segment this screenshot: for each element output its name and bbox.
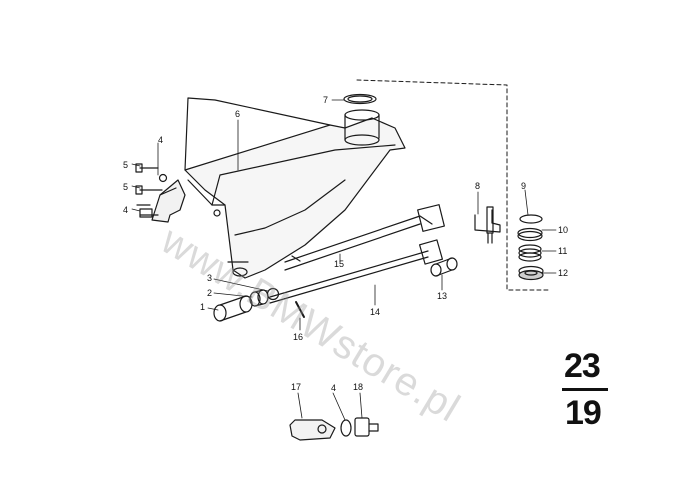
bushing-part-1 (213, 295, 253, 322)
ball-part-3 (266, 287, 280, 301)
left-bracket (136, 179, 186, 223)
callout-13: 13 (437, 291, 448, 301)
bolt-part-5-lower (135, 185, 163, 195)
bolt-part-5-upper (135, 163, 168, 183)
callout-11: 11 (558, 246, 568, 256)
callout-15: 15 (334, 259, 345, 269)
housing-part-6 (184, 97, 406, 279)
lever-part-8 (474, 206, 501, 244)
figure-number-divider (562, 388, 608, 391)
callout-6: 6 (235, 109, 241, 119)
cylinder-collar (344, 109, 380, 146)
ring-part-7 (343, 93, 377, 105)
callout-2: 2 (207, 288, 213, 298)
callout-9: 9 (521, 181, 527, 191)
washer-part-10 (517, 227, 543, 242)
figure-number-top: 23 (564, 347, 601, 385)
callout-10: 10 (558, 225, 569, 235)
callout-7: 7 (323, 95, 329, 105)
callout-1: 1 (200, 302, 206, 312)
bushing-part-13 (430, 257, 458, 277)
callout-16: 16 (293, 332, 304, 342)
spring-part-11 (518, 244, 542, 262)
clamp-part-17 (289, 419, 336, 441)
callout-4-bottom: 4 (331, 383, 337, 393)
callout-4-upper: 4 (158, 135, 164, 145)
callout-5-lower: 5 (123, 182, 129, 192)
callout-5-upper: 5 (123, 160, 129, 170)
callout-12: 12 (558, 268, 569, 278)
callout-3: 3 (207, 273, 213, 283)
selector-rod-part-14 (269, 239, 444, 304)
callout-14: 14 (370, 307, 381, 317)
circlip-part-9 (519, 214, 543, 224)
rod-part-15 (284, 204, 445, 271)
washer-part-4-bottom (340, 419, 352, 437)
callout-17: 17 (291, 382, 302, 392)
bolt-part-18 (354, 417, 379, 437)
seal-part-12 (518, 265, 544, 281)
callout-18: 18 (353, 382, 364, 392)
callout-4-left: 4 (123, 205, 129, 215)
figure-number-bottom: 19 (565, 394, 602, 432)
callout-8: 8 (475, 181, 481, 191)
pin-part-16 (295, 301, 305, 318)
bushing-part-2 (249, 289, 269, 307)
leader-lines (131, 99, 557, 421)
dashed-callout-frame (356, 79, 549, 291)
